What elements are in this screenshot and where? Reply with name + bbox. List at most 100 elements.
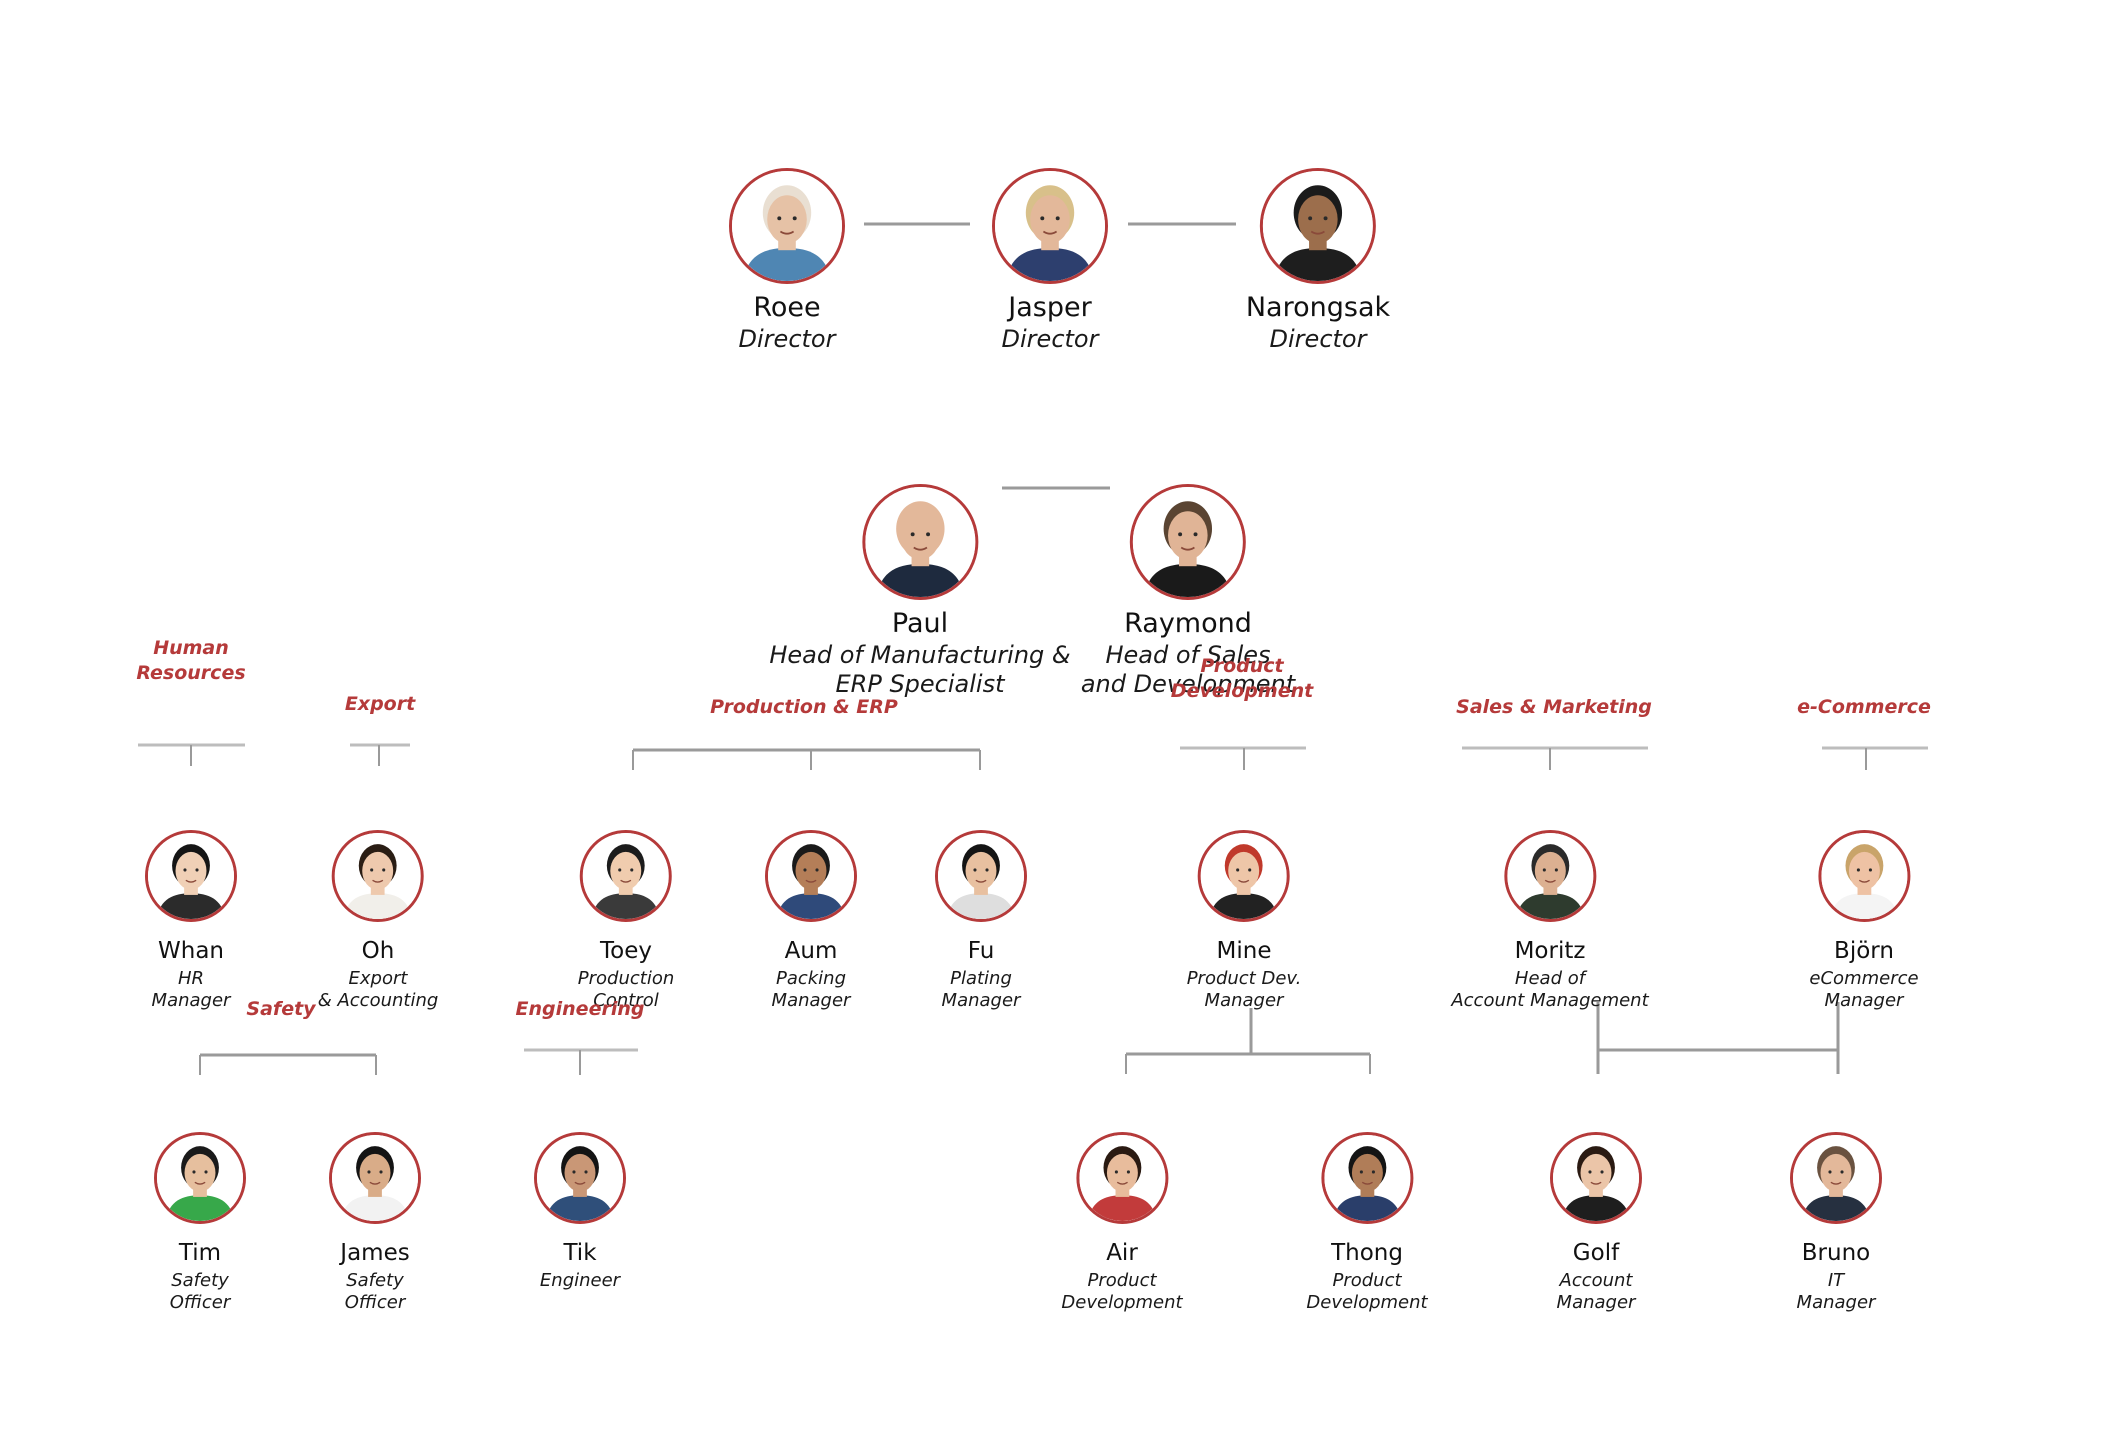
department-label-safety: Safety: [246, 998, 316, 1020]
avatar-james: [329, 1132, 421, 1224]
portrait-roee: [732, 171, 842, 281]
person-card-bjorn: Björn eCommerce Manager: [1809, 830, 1919, 1012]
avatar-raymond: [1129, 484, 1246, 600]
person-name-mine: Mine: [1216, 938, 1272, 964]
portrait-thong: [1324, 1135, 1410, 1221]
person-name-fu: Fu: [967, 938, 995, 964]
person-role-air: Product Development: [1061, 1270, 1183, 1313]
person-role-tim: Safety Officer: [169, 1270, 231, 1313]
person-role-tik: Engineer: [539, 1270, 621, 1291]
person-role-whan: HR Manager: [151, 968, 231, 1011]
department-label-ecommerce: e-Commerce: [1797, 696, 1931, 718]
portrait-james: [332, 1135, 418, 1221]
person-name-moritz: Moritz: [1514, 938, 1586, 964]
person-name-golf: Golf: [1572, 1240, 1620, 1266]
person-role-raymond: Head of Sales and Development: [1080, 641, 1296, 699]
portrait-fu: [938, 833, 1024, 919]
person-role-paul: Head of Manufacturing & ERP Specialist: [769, 641, 1071, 699]
person-card-bruno: Bruno IT Manager: [1790, 1132, 1882, 1314]
person-name-bruno: Bruno: [1801, 1240, 1871, 1266]
avatar-air: [1076, 1132, 1168, 1224]
person-role-golf: Account Manager: [1556, 1270, 1636, 1313]
person-role-jasper: Director: [1001, 325, 1099, 353]
avatar-oh: [332, 830, 424, 922]
person-role-bjorn: eCommerce Manager: [1809, 968, 1919, 1011]
department-label-sales: Sales & Marketing: [1456, 696, 1652, 718]
person-name-jasper: Jasper: [1008, 292, 1092, 323]
person-name-narongsak: Narongsak: [1245, 292, 1391, 323]
person-name-raymond: Raymond: [1124, 608, 1252, 639]
department-label-engineering: Engineering: [515, 998, 645, 1020]
avatar-mine: [1198, 830, 1290, 922]
avatar-paul: [862, 484, 978, 600]
portrait-paul: [865, 487, 975, 597]
person-role-thong: Product Development: [1306, 1270, 1428, 1313]
avatar-aum: [765, 830, 857, 922]
person-role-fu: Plating Manager: [941, 968, 1021, 1011]
person-name-air: Air: [1106, 1240, 1138, 1266]
avatar-jasper: [992, 168, 1108, 284]
person-card-whan: Whan HR Manager: [145, 830, 237, 1012]
avatar-golf: [1550, 1132, 1642, 1224]
avatar-fu: [935, 830, 1027, 922]
person-name-whan: Whan: [158, 938, 224, 964]
portrait-narongsak: [1263, 171, 1373, 281]
portrait-whan: [148, 833, 234, 919]
person-name-tim: Tim: [178, 1240, 222, 1266]
person-role-mine: Product Dev. Manager: [1186, 968, 1302, 1011]
person-role-bruno: IT Manager: [1796, 1270, 1876, 1313]
person-role-toey: Production Control: [577, 968, 675, 1011]
person-role-aum: Packing Manager: [771, 968, 851, 1011]
department-label-hr: Human Resources: [136, 637, 246, 684]
portrait-moritz: [1506, 833, 1593, 919]
person-name-roee: Roee: [753, 292, 821, 323]
department-label-production: Production & ERP: [710, 696, 898, 718]
avatar-bruno: [1790, 1132, 1882, 1224]
person-name-thong: Thong: [1331, 1240, 1403, 1266]
portrait-tik: [537, 1135, 623, 1221]
person-role-moritz: Head of Account Management: [1451, 968, 1649, 1011]
portrait-golf: [1553, 1135, 1639, 1221]
person-name-toey: Toey: [600, 938, 652, 964]
person-role-oh: Export & Accounting: [317, 968, 439, 1011]
portrait-mine: [1201, 833, 1287, 919]
portrait-air: [1079, 1135, 1165, 1221]
portrait-bjorn: [1820, 833, 1907, 919]
avatar-roee: [729, 168, 845, 284]
department-label-productdev: Product Development: [1170, 655, 1314, 702]
person-name-tik: Tik: [563, 1240, 597, 1266]
person-role-roee: Director: [738, 325, 836, 353]
person-name-bjorn: Björn: [1834, 938, 1894, 964]
person-name-aum: Aum: [784, 938, 838, 964]
portrait-jasper: [995, 171, 1105, 281]
person-name-james: James: [340, 1240, 410, 1266]
avatar-moritz: [1503, 830, 1596, 922]
avatar-tim: [154, 1132, 246, 1224]
person-role-narongsak: Director: [1269, 325, 1367, 353]
portrait-aum: [768, 833, 854, 919]
avatar-whan: [145, 830, 237, 922]
avatar-tik: [534, 1132, 626, 1224]
avatar-thong: [1321, 1132, 1413, 1224]
portrait-raymond: [1132, 487, 1243, 597]
portrait-toey: [582, 833, 669, 919]
portrait-tim: [157, 1135, 243, 1221]
